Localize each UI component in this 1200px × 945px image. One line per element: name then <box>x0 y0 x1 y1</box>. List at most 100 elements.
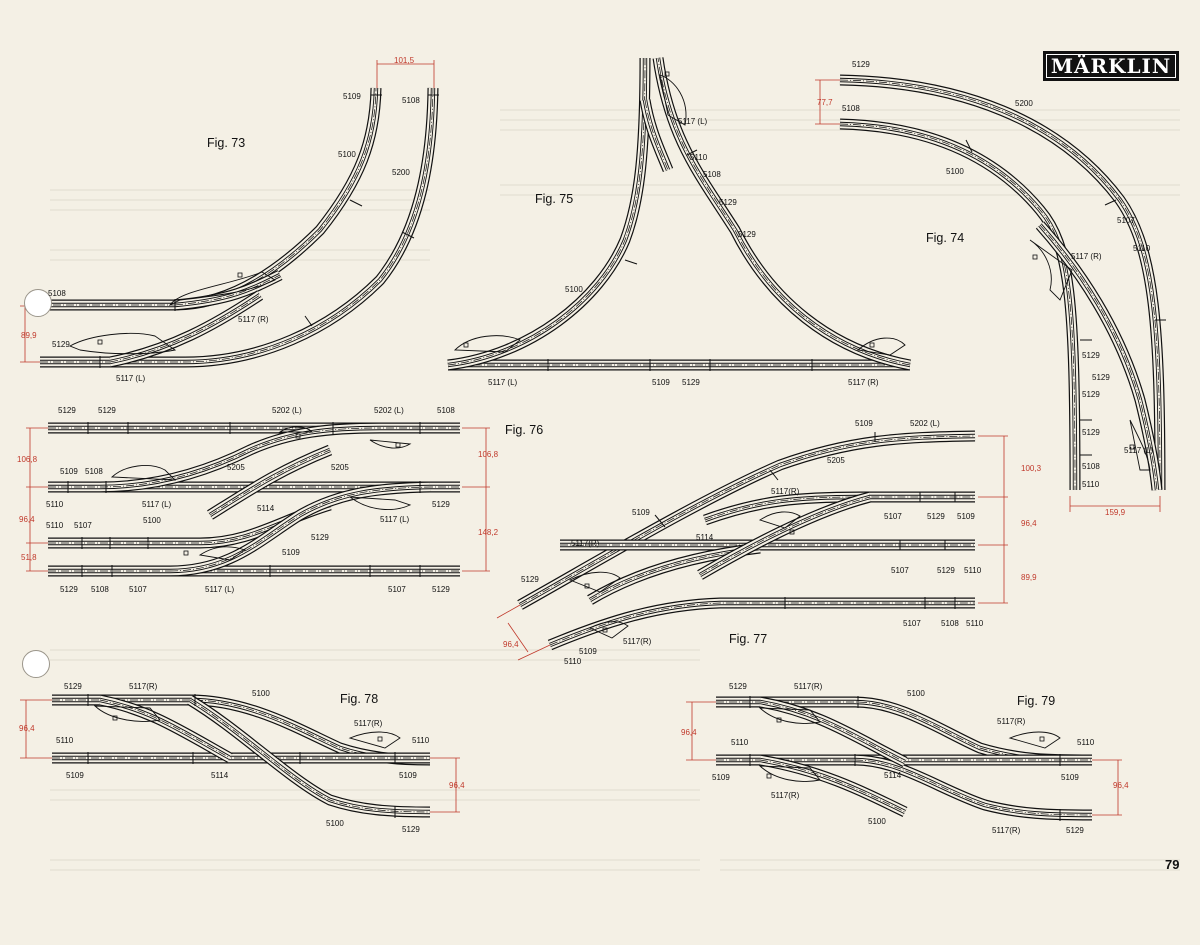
dimension-line <box>20 699 52 759</box>
track-label: 5129 <box>402 825 420 834</box>
dimension-label: 101,5 <box>394 56 415 65</box>
track-label: 5109 <box>712 773 730 782</box>
track-label: 5100 <box>907 689 925 698</box>
track-label: 5129 <box>852 60 870 69</box>
track-label: 5110 <box>412 736 430 745</box>
track-label: 5107 <box>903 619 921 628</box>
f78-crossover <box>98 694 233 763</box>
switch-lantern-icon <box>776 717 782 723</box>
track-label: 5117 (L) <box>205 585 235 594</box>
track-label: 5109 <box>343 92 361 101</box>
track-label: 5200 <box>392 168 410 177</box>
track-label: 5110 <box>731 738 749 747</box>
track-joint <box>1104 199 1117 206</box>
track-label: 5109 <box>632 508 650 517</box>
switch-lantern-icon <box>1129 444 1135 450</box>
dimension-line <box>376 60 435 88</box>
binder-hole-bottom <box>22 650 50 678</box>
dimension-label: 96,4 <box>19 724 35 733</box>
track-label: 5109 <box>579 647 597 656</box>
track-label: 5110 <box>966 619 984 628</box>
dimension-label: 77,7 <box>817 98 833 107</box>
figure-74-title: Fig. 74 <box>926 231 965 245</box>
track-label: 5100 <box>946 167 964 176</box>
f77-fourth-line <box>547 597 975 651</box>
track-label: 5129 <box>58 406 76 415</box>
track-label: 5117 (L) <box>116 374 146 383</box>
dimension-line <box>430 757 460 813</box>
switch-housing <box>110 465 177 481</box>
track-label: 5117 (L) <box>1124 446 1154 455</box>
track-label: 5117(R) <box>794 682 823 691</box>
track-label: 5100 <box>868 817 886 826</box>
binder-hole-top <box>24 289 52 317</box>
track-label: 5110 <box>1133 244 1151 253</box>
dimension-label: 159,9 <box>1105 508 1126 517</box>
switch-lantern-icon <box>295 433 301 439</box>
f74-outer-curve <box>839 74 1166 491</box>
switch-housing <box>758 707 821 724</box>
figure-77-title: Fig. 77 <box>729 632 768 646</box>
switch-lantern-icon <box>789 529 795 535</box>
f79-top-curve <box>716 696 1093 766</box>
track-label: 5117 (R) <box>1071 252 1102 261</box>
track-label: 5117(R) <box>623 637 652 646</box>
track-label: 5110 <box>1082 480 1100 489</box>
f74-crossing-curve <box>1035 221 1163 491</box>
track-label: 5110 <box>690 153 708 162</box>
track-label: 5107 <box>388 585 406 594</box>
track-joint <box>654 514 666 528</box>
track-joint <box>304 315 313 327</box>
switch-housing <box>198 546 247 561</box>
track-label: 5117 (L) <box>142 500 172 509</box>
f79-crossover-a <box>759 696 908 767</box>
switch-housing <box>453 335 521 353</box>
track-label: 5129 <box>52 340 70 349</box>
track-joint <box>769 469 779 481</box>
track-label: 5117 (L) <box>678 117 708 126</box>
track-label: 5117 (L) <box>380 515 410 524</box>
figure-76-title: Fig. 76 <box>505 423 544 437</box>
track-label: 5205 <box>227 463 245 472</box>
f73-switch-branch <box>174 270 283 311</box>
dimension-label: 96,4 <box>1021 519 1037 528</box>
switch-lantern-icon <box>97 339 103 345</box>
track-label: 5129 <box>432 500 450 509</box>
track-label: 5100 <box>565 285 583 294</box>
switch-housing <box>68 332 177 355</box>
dimension-label: 96,4 <box>1113 781 1129 790</box>
switch-lantern-icon <box>1032 254 1038 260</box>
track-label: 5129 <box>311 533 329 542</box>
track-label: 5129 <box>719 198 737 207</box>
track-label: 5200 <box>1015 99 1033 108</box>
track-label: 5107 <box>891 566 909 575</box>
f76-crossover-2 <box>169 481 431 577</box>
track-label: 5109 <box>60 467 78 476</box>
switch-housing <box>369 439 412 449</box>
track-label: 5129 <box>1082 390 1100 399</box>
switch-housing <box>348 496 412 510</box>
f75-switch-branch <box>639 99 674 173</box>
switch-lantern-icon <box>664 71 670 77</box>
track-label: 5108 <box>1082 462 1100 471</box>
track-label: 5129 <box>1092 373 1110 382</box>
f76-crossover-1 <box>99 422 381 493</box>
track-label: 5129 <box>432 585 450 594</box>
marklin-logo: MÄRKLIN <box>1043 51 1179 81</box>
track-label: 5129 <box>937 566 955 575</box>
f77-crossover-b <box>697 491 872 580</box>
f73-switch-branch-2 <box>108 290 264 368</box>
track-label: 5109 <box>66 771 84 780</box>
dimension-label: 106,8 <box>17 455 38 464</box>
track-label: 5202 (L) <box>374 406 404 415</box>
track-label: 5205 <box>331 463 349 472</box>
dimension-line <box>978 435 1008 604</box>
f73-outer-curve <box>40 87 439 368</box>
figure-79-title: Fig. 79 <box>1017 694 1056 708</box>
track-label: 5114 <box>696 533 714 542</box>
track-label: 5110 <box>56 736 74 745</box>
track-label: 5109 <box>282 548 300 557</box>
dimension-label: 89,9 <box>21 331 37 340</box>
